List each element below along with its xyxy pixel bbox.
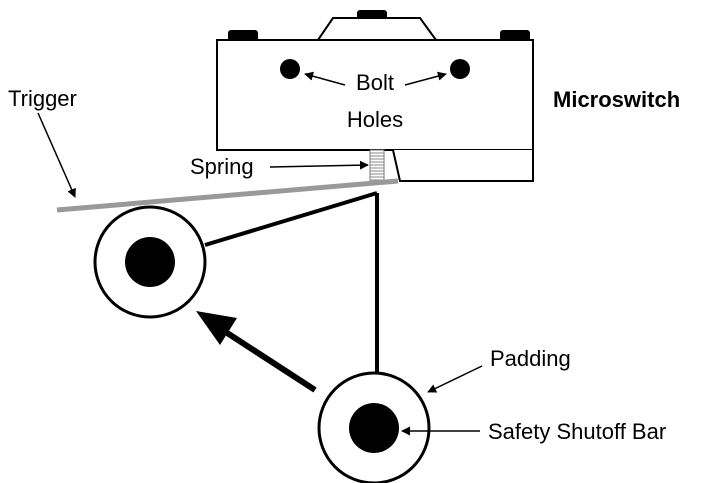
switch-top-cap: [317, 17, 437, 41]
safety-bar-label: Safety Shutoff Bar: [488, 419, 666, 444]
frame-lines: [204, 191, 379, 372]
microswitch-label: Microswitch: [553, 87, 680, 112]
trigger-pointer: [37, 112, 76, 198]
lower-roller: [317, 371, 431, 483]
bolt-right-pointer: [404, 71, 447, 86]
motion-arrow: [196, 311, 317, 393]
bolt-label: Bolt: [356, 70, 394, 95]
padding-pointer: [427, 365, 483, 393]
holes-label: Holes: [347, 107, 403, 132]
bolt-hole-right: [450, 59, 470, 79]
spring-pointer: [269, 160, 369, 170]
padding-label: Padding: [490, 346, 571, 371]
upper-roller: [93, 205, 207, 319]
trigger-label: Trigger: [8, 86, 77, 111]
spring-label: Spring: [190, 154, 254, 179]
microswitch-body: [216, 10, 534, 182]
switch-lower-step: [392, 149, 534, 182]
spring: [369, 149, 385, 183]
bolt-hole-left: [280, 59, 300, 79]
switch-housing: [216, 39, 534, 151]
annotation-arrows: [37, 71, 483, 436]
trigger-bar: [56, 178, 399, 213]
bolt-left-pointer: [304, 71, 346, 86]
